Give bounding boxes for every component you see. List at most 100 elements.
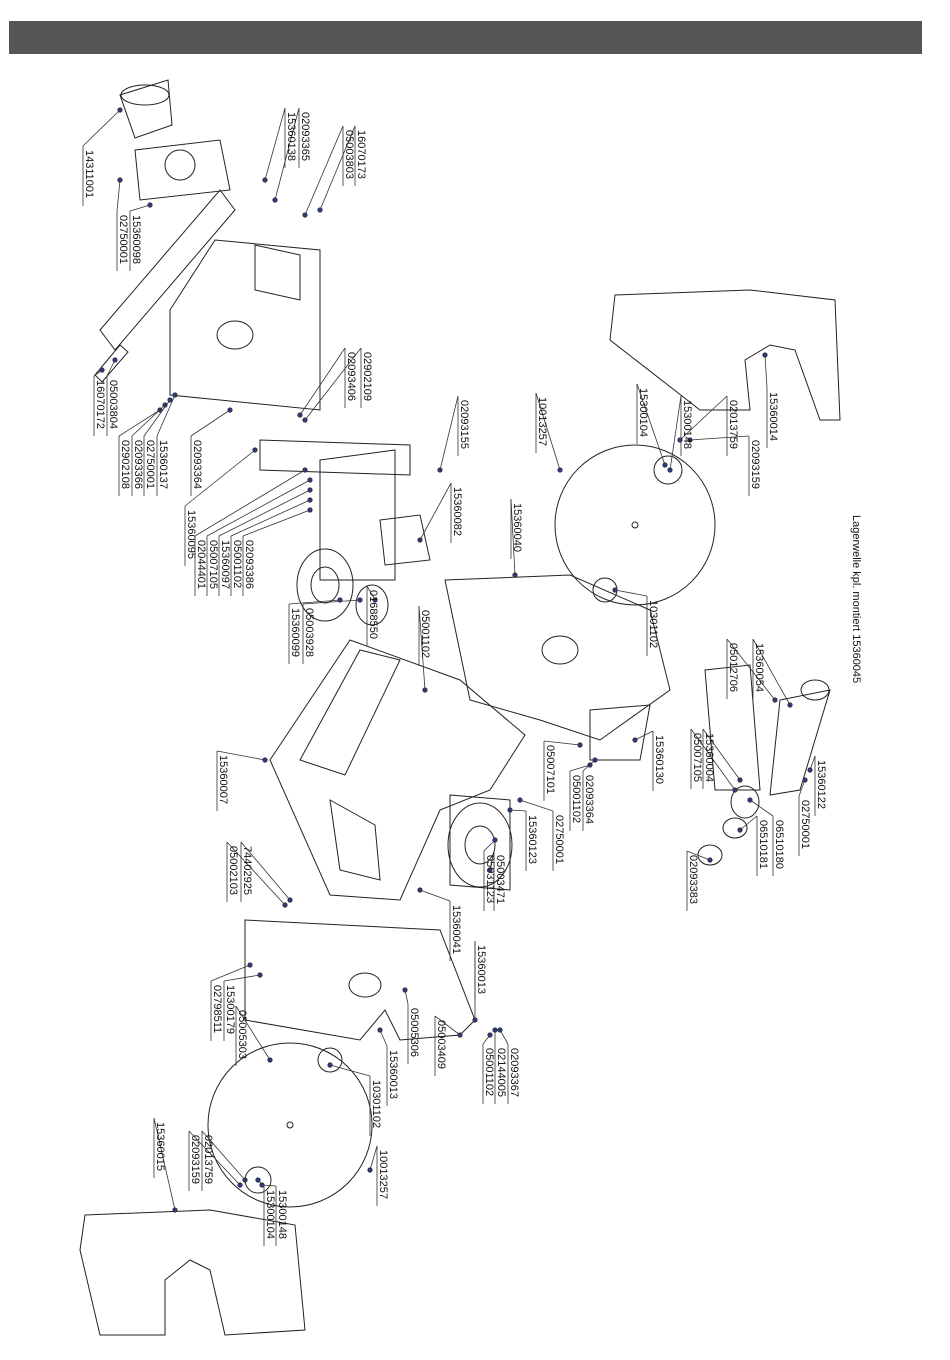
- part-number-label: 15360014: [767, 392, 779, 441]
- callout-dot: [662, 462, 668, 468]
- part-number-label: 05001102: [570, 775, 582, 823]
- bearing-shaft-assembly: [589, 664, 831, 866]
- right-blade-cover: [609, 289, 841, 421]
- part-number-label: 05002103: [227, 846, 239, 895]
- leader-line: [129, 204, 151, 212]
- part-number-label: 15360054: [753, 643, 765, 692]
- leader-line: [439, 395, 459, 471]
- leader-line: [156, 394, 176, 437]
- leader-line: [206, 479, 311, 537]
- part-number-label: 05003803: [343, 130, 355, 179]
- part-number-label: 15360137: [157, 440, 169, 489]
- callout-dot: [272, 197, 278, 203]
- leader-line: [216, 750, 266, 761]
- leader-line: [116, 179, 121, 212]
- leader-line: [131, 404, 166, 437]
- callout-dot: [747, 797, 753, 803]
- right-blade-housing: [444, 444, 716, 741]
- assembly-label: Lagerwelle kpl. montiert 15360045: [850, 515, 862, 683]
- callout-dot: [262, 757, 268, 763]
- leader-line: [636, 383, 666, 466]
- part-number-label: 02093383: [687, 855, 699, 904]
- leader-lines: [82, 107, 816, 1213]
- part-number-label: 15300104: [264, 1190, 276, 1239]
- part-number-label: 05007105: [207, 540, 219, 589]
- part-number-label: 02750001: [144, 440, 156, 489]
- part-number-label: 05003471: [494, 855, 506, 904]
- part-number-label: 16070172: [94, 380, 106, 429]
- leader-line: [153, 1117, 176, 1211]
- part-number-label: 05003928: [303, 608, 315, 657]
- leader-line: [582, 759, 596, 772]
- leader-line: [242, 509, 311, 537]
- part-number-label: 15360123: [526, 815, 538, 864]
- part-number-label: 74402925: [241, 846, 253, 895]
- leader-line: [418, 605, 426, 691]
- part-number-label: 15300148: [681, 400, 693, 449]
- callout-dot: [167, 397, 173, 403]
- part-number-label: 05003409: [435, 1020, 447, 1069]
- callout-dot: [172, 392, 178, 398]
- part-number-label: 02093367: [508, 1048, 520, 1097]
- part-number-label: 15360138: [285, 112, 297, 161]
- part-number-label: 02093386: [243, 540, 255, 589]
- leader-line: [274, 107, 300, 201]
- leader-line: [634, 730, 654, 741]
- callout-dot: [317, 207, 323, 213]
- callout-dot: [267, 1057, 273, 1063]
- leader-line: [764, 354, 768, 389]
- leader-line: [302, 599, 361, 605]
- part-number-label: 02093159: [189, 1135, 201, 1184]
- callout-dot: [507, 807, 513, 813]
- leader-line: [614, 589, 648, 597]
- callout-dot: [517, 797, 523, 803]
- callout-dot: [302, 467, 308, 473]
- callout-dot: [457, 1032, 463, 1038]
- part-number-label: 15300179: [224, 985, 236, 1034]
- leader-line: [509, 809, 527, 812]
- part-number-label: 02750001: [799, 800, 811, 849]
- part-number-label: 10013257: [536, 397, 548, 446]
- part-number-label: 15360040: [511, 503, 523, 552]
- top-assembly-frame: [94, 79, 321, 411]
- callout-dot: [492, 1027, 498, 1033]
- part-number-label: 02750001: [553, 815, 565, 864]
- leader-line: [689, 435, 750, 441]
- callout-dot: [372, 597, 378, 603]
- part-number-label: 02144005: [495, 1048, 507, 1097]
- part-number-label: 05005306: [408, 1008, 420, 1057]
- part-number-label: 14311001: [83, 150, 95, 198]
- callout-dot: [472, 1017, 478, 1023]
- callout-dot: [487, 1032, 493, 1038]
- leader-line: [419, 889, 451, 902]
- callout-dot: [612, 587, 618, 593]
- callout-dot: [302, 212, 308, 218]
- leader-line: [264, 107, 286, 181]
- part-number-label: 15360004: [703, 733, 715, 782]
- callout-dot: [99, 367, 105, 373]
- callout-dot: [437, 467, 443, 473]
- part-number-label: 05005303: [236, 1010, 248, 1059]
- part-number-label: 15360041: [450, 905, 462, 954]
- part-number-label: 05007101: [544, 745, 556, 794]
- leader-line: [669, 395, 682, 471]
- callout-dot: [282, 902, 288, 908]
- callout-dot: [307, 497, 313, 503]
- callout-dot: [252, 447, 258, 453]
- part-number-label: 15300104: [637, 388, 649, 437]
- callout-dot: [287, 897, 293, 903]
- callout-dot: [255, 1177, 261, 1183]
- callout-dot: [787, 702, 793, 708]
- callout-dot: [172, 1207, 178, 1213]
- leader-line: [235, 1005, 271, 1061]
- leader-line: [201, 1130, 246, 1181]
- part-number-label: 05001102: [419, 610, 431, 658]
- callout-dot: [259, 1182, 265, 1188]
- callout-dot: [417, 537, 423, 543]
- leader-line: [230, 499, 311, 537]
- part-number-label: 05031123: [484, 855, 496, 903]
- part-number-label: 02093366: [132, 440, 144, 489]
- leader-line: [499, 1029, 509, 1045]
- leader-line: [752, 638, 791, 706]
